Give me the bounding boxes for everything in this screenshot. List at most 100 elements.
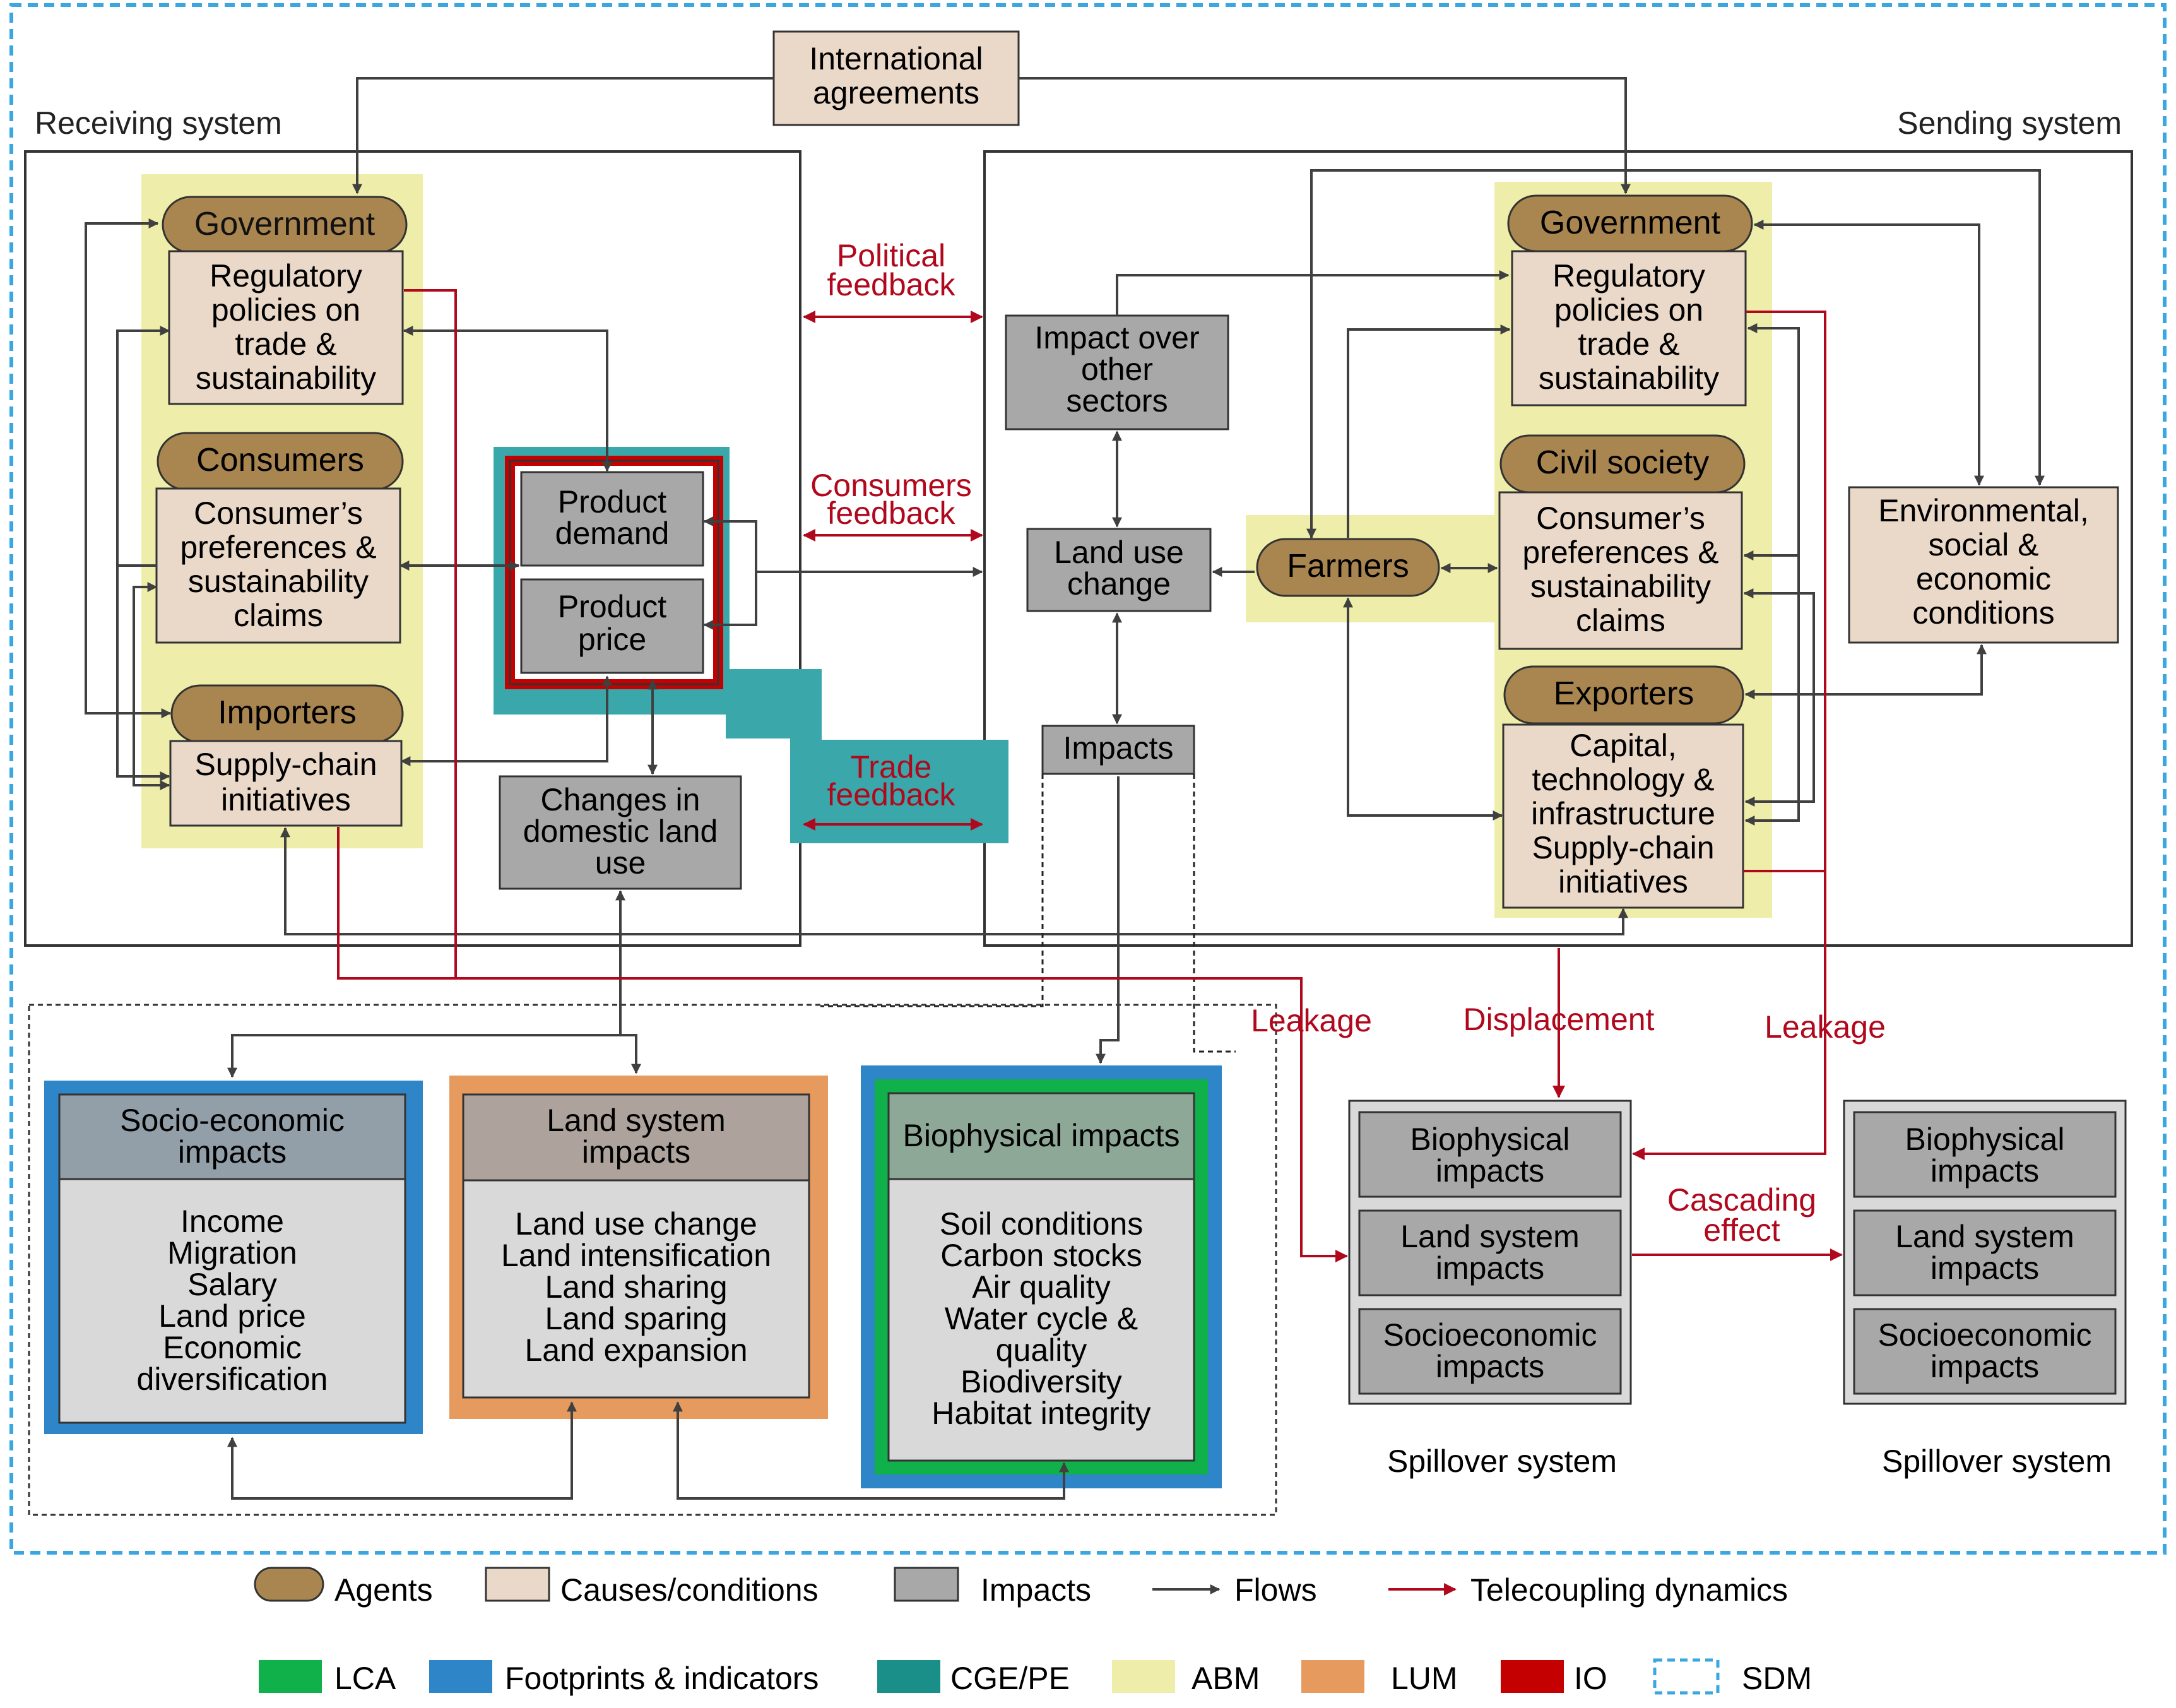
- receiving-regulatory-box: Regulatory policies on trade & sustainab…: [168, 250, 404, 405]
- bio-item-2: Carbon stocks: [940, 1238, 1142, 1273]
- legend-impacts-swatch: [894, 1567, 959, 1602]
- legend-lca-label: LCA: [334, 1661, 396, 1696]
- cge-band-fill: [790, 669, 822, 740]
- env-line-3: economic: [1916, 561, 2051, 596]
- legend: Agents Causes/conditions Impacts Flows T…: [254, 1567, 1812, 1696]
- sending-regulatory-line-4: sustainability: [1539, 360, 1719, 396]
- domestic-land-box: Changes in domestic land use: [499, 775, 742, 890]
- sending-preferences-line-3: sustainability: [1530, 569, 1711, 604]
- sending-regulatory-box: Regulatory policies on trade & sustainab…: [1511, 250, 1747, 406]
- bio-item-4: Water cycle &: [945, 1301, 1138, 1336]
- legend-flows-label: Flows: [1234, 1572, 1317, 1608]
- spill1-land-line-1: Land system: [1400, 1219, 1579, 1254]
- product-demand-line-1: Product: [558, 484, 666, 519]
- socio-item-5: Economic: [163, 1330, 302, 1365]
- product-price-box: Product price: [520, 578, 704, 674]
- env-line-2: social &: [1928, 527, 2038, 562]
- receiving-regulatory-line-3: trade &: [235, 326, 336, 362]
- land-use-change-box: Land use change: [1026, 528, 1212, 612]
- sending-government-label: Government: [1540, 205, 1721, 241]
- domestic-land-line-3: use: [595, 845, 646, 881]
- legend-io-label: IO: [1574, 1661, 1607, 1696]
- sending-system-box: [983, 150, 2133, 947]
- receiving-preferences-line-1: Consumer’s: [194, 495, 363, 531]
- spill2-land-line-2: impacts: [1931, 1250, 2039, 1286]
- socio-economic-impacts-panel: Socio-economic impacts Income Migration …: [44, 1081, 423, 1434]
- sending-impacts-box: Impacts: [1041, 725, 1195, 775]
- capital-box: Capital, technology & infrastructure Sup…: [1502, 723, 1744, 909]
- sending-regulatory-line-3: trade &: [1578, 326, 1679, 362]
- spillover-system-2: Biophysical impacts Land system impacts …: [1843, 1100, 2127, 1405]
- capital-line-1: Capital,: [1570, 728, 1677, 763]
- flow-arrows: [85, 77, 2045, 1500]
- receiving-consumers-agent: Consumers: [157, 432, 404, 491]
- socio-title-line-2: impacts: [178, 1134, 287, 1170]
- legend-abm-label: ABM: [1191, 1661, 1260, 1696]
- domestic-land-line-2: domestic land: [523, 814, 718, 849]
- spill2-land-line-1: Land system: [1895, 1219, 2074, 1254]
- socio-item-4: Land price: [158, 1298, 306, 1334]
- spill1-land-line-2: impacts: [1436, 1250, 1544, 1286]
- legend-agents-label: Agents: [334, 1572, 433, 1608]
- spill1-socio-line-1: Socioeconomic: [1383, 1317, 1597, 1353]
- sending-regulatory-line-2: policies on: [1554, 292, 1703, 328]
- legend-cge-label: CGE/PE: [950, 1661, 1070, 1696]
- receiving-preferences-line-4: claims: [234, 598, 323, 633]
- legend-abm-swatch: [1112, 1660, 1175, 1693]
- sending-impacts-label: Impacts: [1063, 730, 1173, 766]
- capital-line-2: technology &: [1532, 762, 1714, 797]
- international-agreements-box: International agreements: [772, 30, 1020, 126]
- land-use-change-line-1: Land use: [1054, 535, 1184, 570]
- product-demand-box: Product demand: [520, 471, 704, 567]
- product-price-line-2: price: [578, 622, 646, 657]
- receiving-consumers-label: Consumers: [196, 442, 364, 478]
- exporters-label: Exporters: [1554, 675, 1694, 712]
- product-price-line-1: Product: [558, 589, 666, 624]
- spill2-bio-line-1: Biophysical: [1905, 1122, 2065, 1157]
- socio-item-1: Income: [180, 1204, 284, 1239]
- socio-item-6: diversification: [137, 1361, 328, 1397]
- cascading-line-2: effect: [1703, 1213, 1780, 1248]
- spillover-title-1: Spillover system: [1387, 1444, 1617, 1479]
- international-agreements-line-1: International: [809, 41, 983, 76]
- receiving-preferences-line-3: sustainability: [188, 564, 369, 599]
- impact-other-line-3: sectors: [1066, 383, 1168, 418]
- legend-lca-swatch: [259, 1660, 322, 1693]
- receiving-system-title: Receiving system: [35, 105, 282, 141]
- domestic-land-line-1: Changes in: [541, 782, 701, 817]
- spill2-bio-line-2: impacts: [1931, 1153, 2039, 1189]
- bio-title: Biophysical impacts: [902, 1118, 1180, 1153]
- legend-footprints-label: Footprints & indicators: [505, 1661, 819, 1696]
- legend-footprints-swatch: [429, 1660, 492, 1693]
- receiving-importers-label: Importers: [218, 694, 357, 731]
- receiving-government-label: Government: [194, 206, 375, 242]
- receiving-government-agent: Government: [162, 196, 408, 254]
- spillover-title-2: Spillover system: [1882, 1444, 2112, 1479]
- trade-feedback-line-1: Trade: [851, 749, 932, 785]
- civil-society-label: Civil society: [1536, 444, 1710, 481]
- legend-lum-swatch: [1301, 1660, 1364, 1693]
- political-feedback-line-1: Political: [837, 238, 945, 273]
- biophysical-impacts-panel: Biophysical impacts Soil conditions Carb…: [861, 1065, 1222, 1488]
- land-item-3: Land sharing: [545, 1269, 727, 1305]
- land-title-line-1: Land system: [547, 1103, 725, 1138]
- socio-item-3: Salary: [187, 1267, 277, 1302]
- trade-feedback-line-2: feedback: [827, 777, 956, 812]
- product-demand-line-2: demand: [555, 516, 670, 551]
- bio-item-5: quality: [996, 1332, 1087, 1368]
- capital-line-3: infrastructure: [1531, 796, 1715, 831]
- legend-impacts-label: Impacts: [981, 1572, 1091, 1608]
- land-item-2: Land intensification: [501, 1238, 771, 1273]
- env-line-1: Environmental,: [1878, 493, 2089, 528]
- legend-cge-swatch: [877, 1660, 940, 1693]
- land-item-1: Land use change: [515, 1206, 757, 1242]
- spill1-socio-line-2: impacts: [1436, 1349, 1544, 1384]
- consumers-feedback-line-1: Consumers: [810, 468, 972, 503]
- socio-title-line-1: Socio-economic: [120, 1103, 345, 1138]
- impacts-dashed-frame: [28, 1004, 1277, 1516]
- legend-causes-label: Causes/conditions: [560, 1572, 819, 1608]
- leakage-label-1: Leakage: [1251, 1003, 1372, 1038]
- receiving-supply-box: Supply-chain initiatives: [169, 740, 403, 827]
- political-feedback-line-2: feedback: [827, 267, 956, 302]
